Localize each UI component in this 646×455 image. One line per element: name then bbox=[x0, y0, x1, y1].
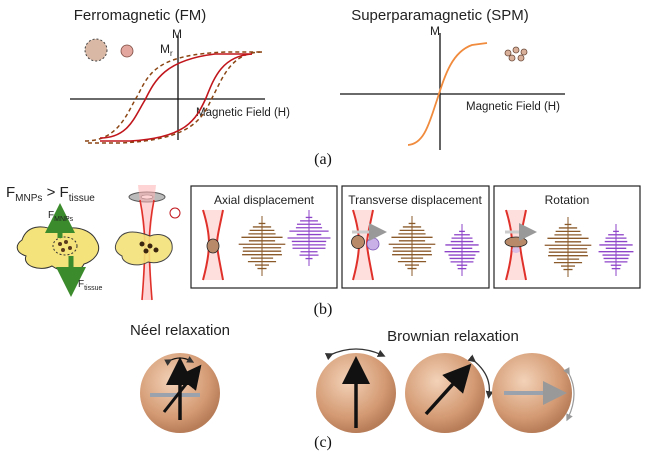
fm-large-particle bbox=[84, 38, 108, 62]
box3-wave-brown bbox=[544, 217, 592, 277]
fm-inner-loop-up bbox=[99, 53, 252, 139]
force-mnp-label: FMNPs bbox=[48, 210, 74, 223]
brownian-rotation-3 bbox=[563, 367, 575, 422]
box3-wave-purple bbox=[598, 224, 634, 276]
neel-diagonal-moment bbox=[162, 364, 202, 413]
wave-packets bbox=[238, 210, 634, 277]
spm-particles bbox=[504, 46, 528, 62]
caption-c: (c) bbox=[314, 434, 332, 451]
brownian-moment-2 bbox=[424, 363, 472, 416]
box1-wave-brown bbox=[238, 216, 286, 276]
fm-field-label: Magnetic Field (H) bbox=[196, 107, 290, 119]
box1-title: Axial displacement bbox=[214, 193, 315, 207]
box1-beam bbox=[202, 209, 224, 281]
caption-b: (b) bbox=[314, 301, 333, 318]
coil-loop bbox=[169, 207, 181, 219]
brownian-title: Brownian relaxation bbox=[387, 328, 519, 345]
fm-mr-label: Mr bbox=[160, 42, 173, 58]
spm-title: Superparamagnetic (SPM) bbox=[351, 7, 529, 24]
force-relation: FMNPs > Ftissue bbox=[6, 184, 95, 204]
spm-field-label: Magnetic Field (H) bbox=[466, 101, 560, 113]
box2-wave-brown bbox=[388, 216, 436, 276]
panel-c: Néel relaxation Brownian relaxation (c) bbox=[130, 322, 575, 451]
fm-outer-loop-down bbox=[85, 51, 263, 144]
mnp-cluster-outline bbox=[52, 236, 78, 256]
mnp-cluster bbox=[58, 240, 72, 252]
box3-beam bbox=[504, 209, 537, 281]
brownian-rotation-1 bbox=[324, 348, 386, 361]
box2-title: Transverse displacement bbox=[348, 193, 482, 207]
mnp-in-beam bbox=[139, 241, 159, 254]
spm-axis-m-label: M bbox=[430, 24, 440, 38]
force-tissue-label: Ftissue bbox=[78, 279, 103, 292]
fm-axis-m-label: M bbox=[172, 27, 182, 41]
caption-a: (a) bbox=[314, 151, 332, 168]
spm-curve bbox=[407, 42, 488, 146]
tissue-blob-right bbox=[114, 231, 173, 266]
fm-small-particle bbox=[120, 44, 134, 58]
panel-b: FMNPs > Ftissue FMNPs Ftissue Axial disp… bbox=[6, 184, 641, 318]
neel-title: Néel relaxation bbox=[130, 322, 230, 339]
neel-flip-arrow bbox=[164, 356, 195, 366]
box2-wave-purple bbox=[444, 224, 480, 276]
panel-a: Ferromagnetic (FM) Superparamagnetic (SP… bbox=[70, 7, 565, 168]
box2-beam bbox=[351, 209, 387, 281]
fm-inner-loop-down bbox=[100, 53, 253, 142]
brownian-rotation-2 bbox=[467, 354, 494, 399]
fm-outer-loop-up bbox=[84, 51, 262, 142]
box3-title: Rotation bbox=[545, 193, 590, 207]
fm-title: Ferromagnetic (FM) bbox=[74, 7, 207, 24]
box1-wave-purple bbox=[287, 210, 331, 266]
